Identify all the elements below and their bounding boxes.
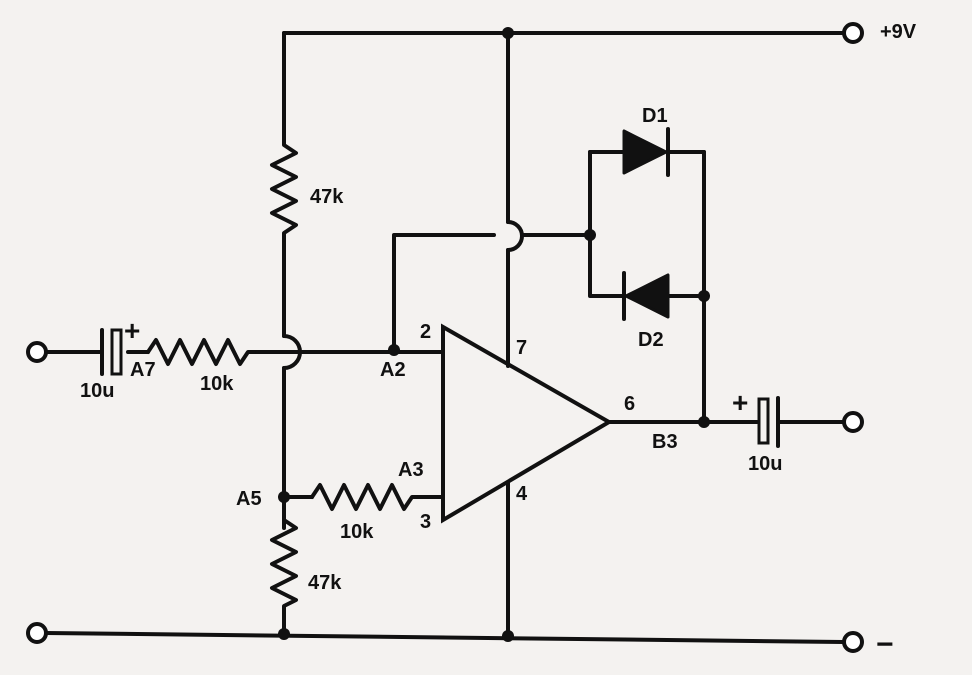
label-node-a7: A7 <box>130 359 156 381</box>
label-diode-1: D1 <box>642 105 668 127</box>
label-node-a3: A3 <box>398 459 424 481</box>
label-r-input: 10k <box>200 373 234 395</box>
label-r-feedback: 10k <box>340 521 374 543</box>
label-pin-4: 4 <box>516 483 528 505</box>
label-supply: +9V <box>880 21 917 43</box>
ground-rail <box>44 631 845 644</box>
resistor-10k-input <box>146 338 256 366</box>
bias-divider-wires <box>282 31 302 636</box>
label-node-b3: B3 <box>652 431 678 453</box>
diode-d1 <box>622 127 670 177</box>
capacitor-input <box>100 328 123 376</box>
resistor-47k-bottom <box>270 508 298 614</box>
junction-dots <box>278 27 710 642</box>
label-r-bottom: 47k <box>308 572 342 594</box>
capacitor-output <box>757 396 780 448</box>
label-pin-3: 3 <box>420 511 431 533</box>
label-pin-7: 7 <box>516 337 527 359</box>
label-c-input: 10u <box>80 380 114 402</box>
label-plus-input: + <box>124 315 140 346</box>
label-r-top: 47k <box>310 186 344 208</box>
ground-terminal-right <box>842 631 864 653</box>
label-diode-2: D2 <box>638 329 664 351</box>
resistor-10k-feedback <box>310 483 445 511</box>
resistor-47k-top <box>270 131 298 242</box>
op-amp <box>441 323 613 524</box>
label-c-output: 10u <box>748 453 782 475</box>
label-plus-output: + <box>732 387 748 418</box>
label-node-a2: A2 <box>380 359 406 381</box>
label-node-a5: A5 <box>236 488 262 510</box>
pin7-wire <box>506 31 524 368</box>
output-terminal <box>842 411 864 433</box>
label-ground: − <box>876 628 894 661</box>
input-terminal <box>26 341 48 363</box>
supply-terminal <box>842 22 864 44</box>
label-pin-2: 2 <box>420 321 431 343</box>
diode-d2 <box>622 271 670 321</box>
ground-terminal-left <box>26 622 48 644</box>
label-pin-6: 6 <box>624 393 635 415</box>
